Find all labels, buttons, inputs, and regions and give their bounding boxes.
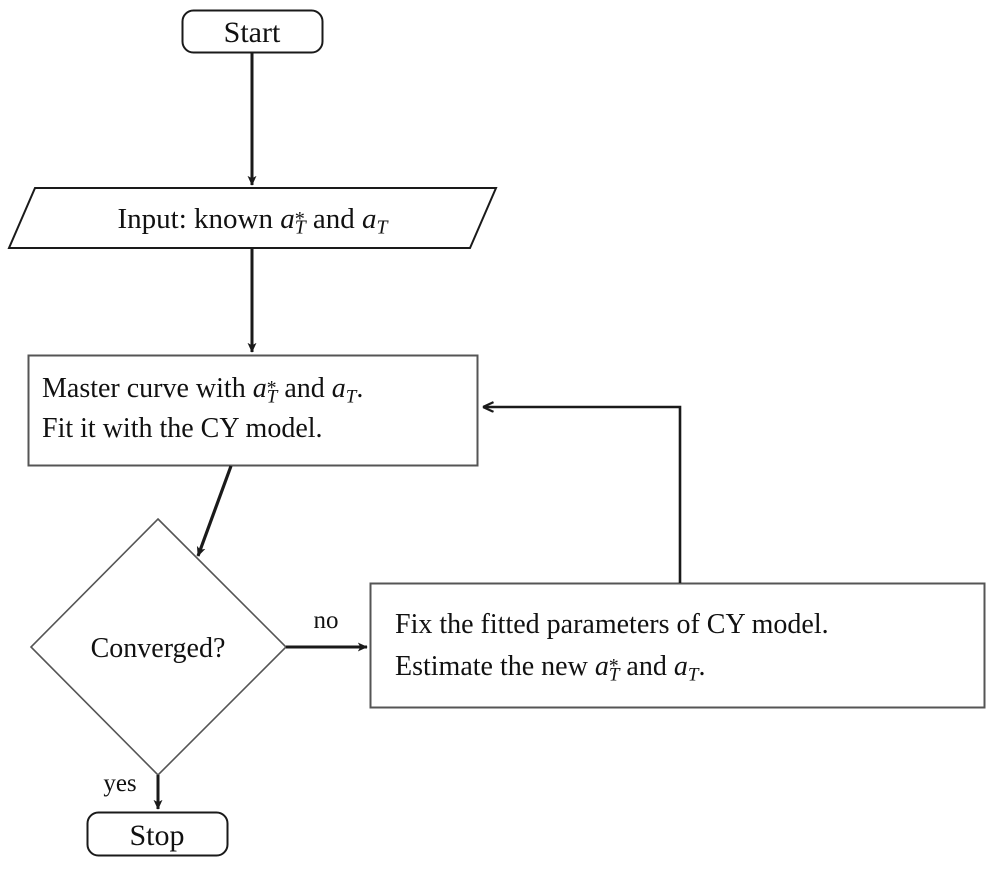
node-master-label-line2: Fit it with the CY model. <box>42 412 472 446</box>
node-stop-shape <box>86 811 229 857</box>
fix-var-a-star: a <box>594 651 609 682</box>
master-var-a: a <box>331 373 346 404</box>
node-decision-label: Converged? <box>38 632 278 666</box>
fix-subscript-t: T <box>608 664 620 686</box>
master-text-prefix: Master curve with <box>42 373 253 404</box>
node-fix-shape <box>369 582 986 709</box>
node-master-label-line1: Master curve with a*T and aT. <box>42 372 472 409</box>
fix-text-prefix: Estimate the new <box>395 651 595 682</box>
node-stop-label: Stop <box>87 818 227 855</box>
master-text-suffix: . <box>356 373 364 404</box>
input-subscript-t-2: T <box>376 216 388 239</box>
input-var-a-star: a <box>280 203 295 235</box>
node-master-shape <box>27 354 479 467</box>
no-text: no <box>313 607 339 634</box>
master-line2-text: Fit it with the CY model. <box>42 413 323 444</box>
edge-master-to-decision <box>196 465 233 557</box>
stop-text: Stop <box>129 819 185 852</box>
node-input-label: Input: known a*T and aT <box>35 202 470 240</box>
master-superscript-asterisk: * <box>266 378 277 400</box>
fix-subscript-t-2: T <box>687 664 699 686</box>
fix-text-suffix: . <box>698 651 706 682</box>
edge-label-no: no <box>296 606 356 637</box>
master-text-middle: and <box>277 373 332 404</box>
fix-superscript-asterisk: * <box>608 656 619 678</box>
edge-fix-to-master-feedback <box>483 407 682 583</box>
input-superscript-asterisk: * <box>294 208 305 231</box>
node-input-shape <box>7 187 498 249</box>
node-start-label: Start <box>182 15 322 52</box>
input-subscript-t: T <box>294 216 306 239</box>
yes-text: yes <box>103 770 137 797</box>
master-subscript-t-2: T <box>345 386 357 408</box>
fix-line1-text: Fix the fitted parameters of CY model. <box>395 609 829 640</box>
master-var-a-star: a <box>252 373 267 404</box>
start-text: Start <box>223 16 281 49</box>
node-fix-label-line2: Estimate the new a*T and aT. <box>395 650 975 687</box>
fix-text-middle: and <box>619 651 674 682</box>
decision-text: Converged? <box>90 633 226 664</box>
input-text-middle: and <box>305 203 363 235</box>
fix-var-a: a <box>673 651 688 682</box>
master-subscript-t: T <box>266 386 278 408</box>
node-fix-label-line1: Fix the fitted parameters of CY model. <box>395 608 975 642</box>
input-text-prefix: Input: known <box>117 203 281 235</box>
edge-label-yes: yes <box>90 769 150 800</box>
input-var-a: a <box>362 203 377 235</box>
